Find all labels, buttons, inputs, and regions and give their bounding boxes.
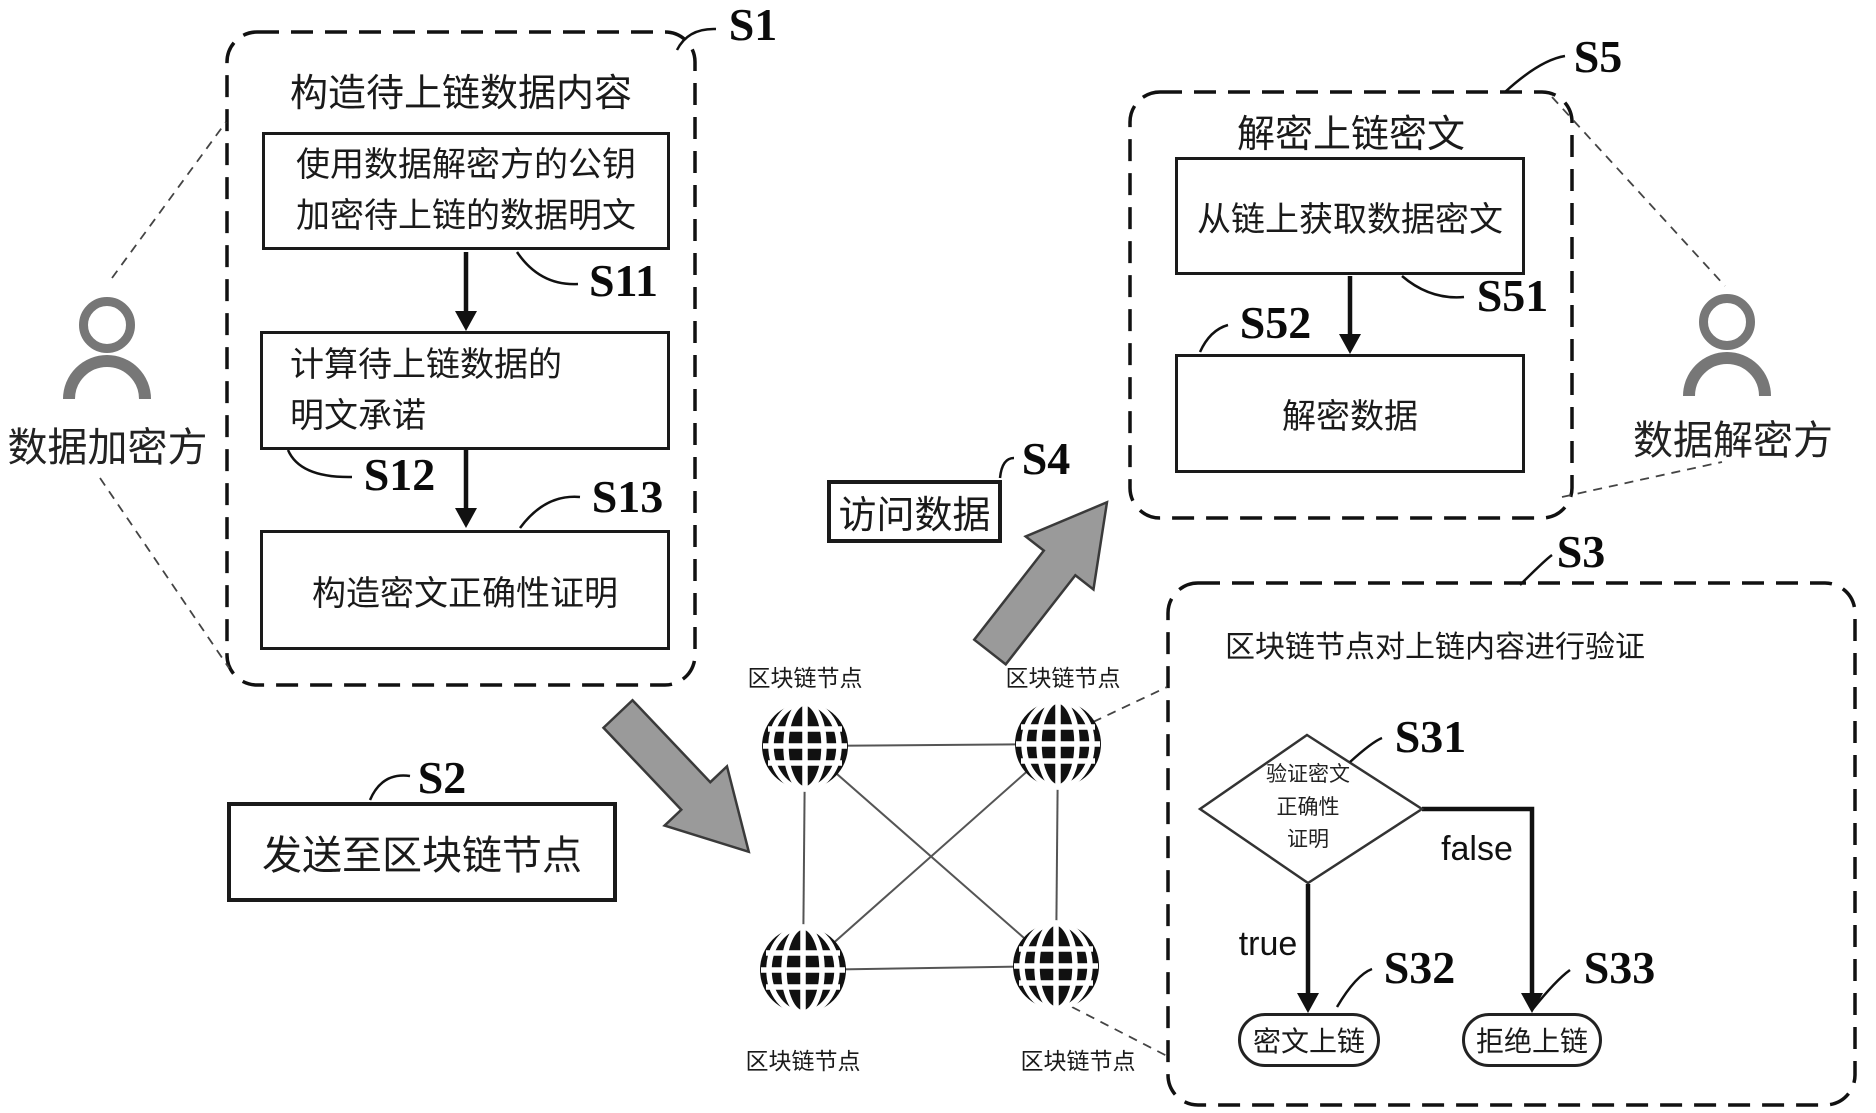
s4-access-data-box: 访问数据 bbox=[827, 480, 1002, 543]
s32-text: 密文上链 bbox=[1252, 1027, 1365, 1058]
s11-box: 使用数据解密方的公钥 加密待上链的数据明文 bbox=[262, 132, 670, 250]
node-label-top-left: 区块链节点 bbox=[747, 666, 863, 691]
s1-step-label: S1 bbox=[728, 0, 778, 50]
node-label-bottom-right: 区块链节点 bbox=[1020, 1049, 1136, 1074]
s1-dashed-container bbox=[225, 30, 697, 687]
s52-box: 解密数据 bbox=[1175, 354, 1525, 473]
blockchain-node-icon-bottom-right bbox=[1013, 920, 1099, 1012]
s52-step-label: S52 bbox=[1239, 297, 1312, 348]
s2-box: 发送至区块链节点 bbox=[227, 802, 617, 902]
s12-step-label: S12 bbox=[363, 449, 436, 500]
s11-text-line2: 加密待上链的数据明文 bbox=[296, 198, 636, 235]
s11-step-label: S11 bbox=[588, 255, 659, 306]
node-label-top-right: 区块链节点 bbox=[1005, 666, 1121, 691]
s31-step-label: S31 bbox=[1394, 711, 1467, 762]
network-mesh-lines bbox=[802, 743, 1059, 971]
s3-title: 区块链节点对上链内容进行验证 bbox=[1225, 631, 1645, 664]
node-label-bottom-left: 区块链节点 bbox=[745, 1049, 861, 1074]
s13-text: 构造密文正确性证明 bbox=[312, 575, 618, 613]
arrow-s11-to-s12 bbox=[455, 252, 477, 331]
decryptor-person-icon bbox=[1683, 294, 1771, 397]
false-branch-label: false bbox=[1441, 830, 1513, 868]
s12-text-line1: 计算待上链数据的 bbox=[290, 346, 562, 384]
s33-pill: 拒绝上链 bbox=[1462, 1013, 1602, 1067]
blockchain-node-icon-top-left bbox=[762, 700, 848, 792]
network-to-s3-top-link bbox=[1092, 686, 1168, 723]
blockchain-node-icon-top-right bbox=[1015, 698, 1101, 790]
s3-step-label: S3 bbox=[1556, 526, 1606, 577]
arrow-s12-to-s13 bbox=[455, 450, 477, 528]
blockchain-node-icon-bottom-left bbox=[760, 924, 846, 1016]
s51-step-label: S51 bbox=[1476, 270, 1549, 321]
s31-decision-diamond bbox=[1197, 733, 1425, 885]
s33-step-label: S33 bbox=[1583, 942, 1656, 993]
s32-step-label: S32 bbox=[1383, 942, 1456, 993]
step-label-leaders bbox=[286, 27, 1571, 1011]
s52-text: 解密数据 bbox=[1282, 399, 1418, 436]
s2-text: 发送至区块链节点 bbox=[262, 833, 582, 878]
s4-text: 访问数据 bbox=[838, 495, 991, 537]
s31-text-line2: 正确性 bbox=[1276, 794, 1340, 819]
encryptor-to-s1-bottom-link bbox=[99, 477, 230, 669]
s4-step-label: S4 bbox=[1021, 433, 1071, 484]
s3-dashed-container bbox=[1166, 581, 1857, 1107]
s5-title: 解密上链密文 bbox=[1236, 114, 1465, 156]
s5-dashed-container bbox=[1128, 90, 1574, 520]
s31-text-line1: 验证密文 bbox=[1266, 762, 1350, 786]
access-data-arrow bbox=[972, 500, 1109, 667]
arrow-s51-to-s52 bbox=[1339, 276, 1361, 354]
arrow-true-branch bbox=[1297, 884, 1319, 1013]
network-to-s3-bottom-link bbox=[1071, 1006, 1168, 1057]
s31-text-line3: 证明 bbox=[1287, 827, 1329, 852]
decryptor-to-s5-bottom-link bbox=[1561, 461, 1723, 498]
s5-step-label: S5 bbox=[1573, 31, 1623, 82]
s33-text: 拒绝上链 bbox=[1475, 1027, 1588, 1058]
s13-step-label: S13 bbox=[591, 471, 664, 522]
decryptor-to-s5-top-link bbox=[1551, 96, 1726, 287]
encryptor-person-icon bbox=[63, 297, 151, 400]
encryptor-to-s1-top-link bbox=[111, 121, 227, 279]
s13-box: 构造密文正确性证明 bbox=[260, 530, 670, 650]
arrow-false-branch bbox=[1422, 806, 1543, 1013]
true-branch-label: true bbox=[1238, 925, 1298, 963]
s12-box: 计算待上链数据的 明文承诺 bbox=[260, 331, 670, 450]
s1-title: 构造待上链数据内容 bbox=[289, 73, 632, 115]
s12-text-line2: 明文承诺 bbox=[290, 397, 426, 435]
decryptor-label: 数据解密方 bbox=[1633, 418, 1833, 463]
s32-pill: 密文上链 bbox=[1238, 1013, 1380, 1067]
s11-text-line1: 使用数据解密方的公钥 bbox=[296, 147, 636, 184]
s31-diamond-text: 验证密文 正确性 证明 bbox=[1243, 758, 1373, 856]
send-to-chain-arrow bbox=[601, 698, 751, 854]
encryptor-label: 数据加密方 bbox=[7, 425, 208, 470]
s2-step-label: S2 bbox=[417, 752, 467, 803]
s51-box: 从链上获取数据密文 bbox=[1175, 157, 1525, 275]
s51-text: 从链上获取数据密文 bbox=[1197, 201, 1503, 239]
